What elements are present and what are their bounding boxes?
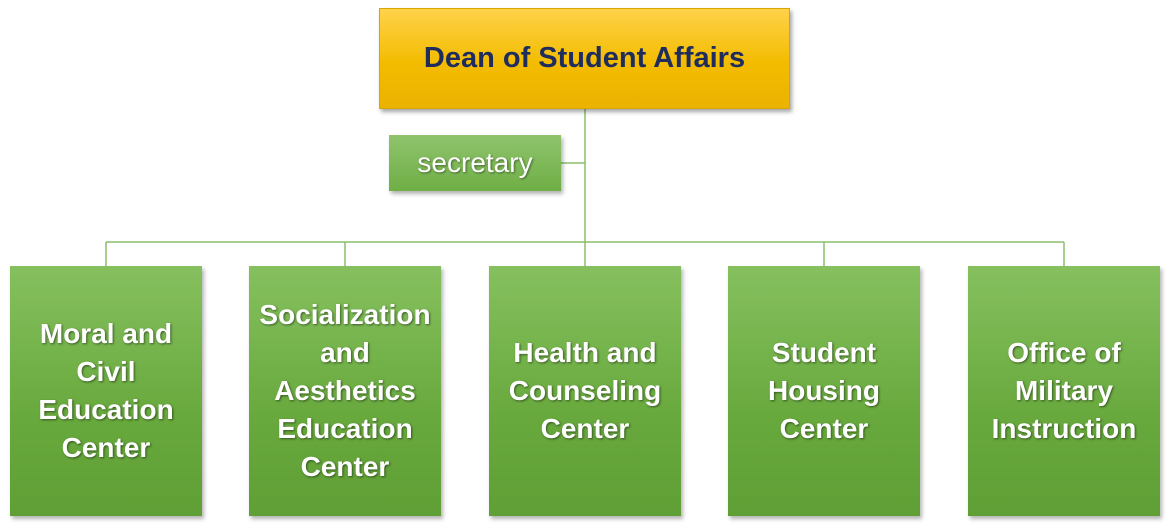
unit-label: Office of Military Instruction <box>991 337 1137 444</box>
unit-label: Health and Counseling Center <box>508 337 662 444</box>
unit-label: Moral and Civil Education Center <box>38 318 174 463</box>
unit-node-socialization-aesthetics: Socialization and Aesthetics Education C… <box>249 266 441 516</box>
unit-node-health-counseling: Health and Counseling Center <box>489 266 681 516</box>
dean-of-student-affairs-node: Dean of Student Affairs <box>379 8 790 109</box>
secretary-node: secretary <box>389 135 561 191</box>
secretary-label: secretary <box>417 147 533 178</box>
unit-label: Student Housing Center <box>768 337 880 444</box>
unit-node-student-housing: Student Housing Center <box>728 266 920 516</box>
unit-label: Socialization and Aesthetics Education C… <box>259 299 431 482</box>
dean-label: Dean of Student Affairs <box>423 42 746 74</box>
unit-node-military-instruction: Office of Military Instruction <box>968 266 1160 516</box>
unit-node-moral-civil-education: Moral and Civil Education Center <box>10 266 202 516</box>
